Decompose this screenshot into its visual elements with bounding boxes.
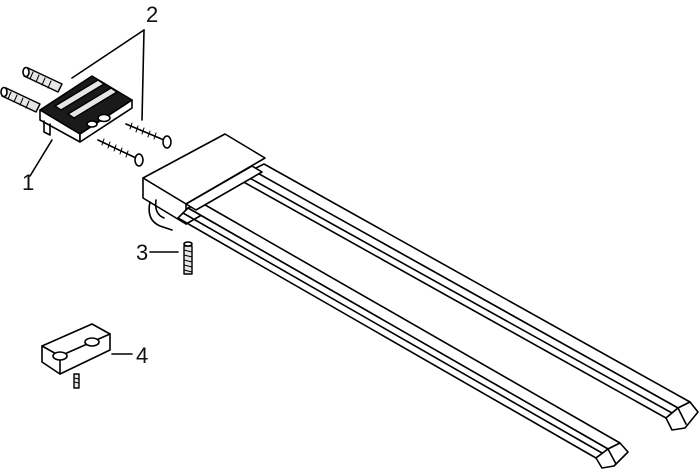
set-screw (183, 241, 193, 275)
callout-3: 3 (136, 240, 148, 265)
wall-plug-upper (22, 66, 63, 93)
callout-4: 4 (136, 343, 148, 368)
callout-1: 1 (22, 170, 34, 195)
cover-plate (41, 323, 111, 389)
wall-bracket (39, 75, 133, 143)
wall-plug-lower (0, 86, 41, 113)
leader-lines (29, 29, 179, 355)
callout-2: 2 (146, 2, 158, 27)
towel-holder (142, 133, 699, 469)
screw-upper (125, 122, 172, 149)
screw-lower (97, 138, 144, 167)
